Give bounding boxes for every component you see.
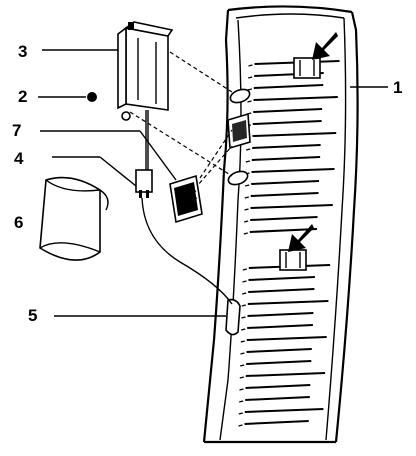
control-pad xyxy=(169,174,203,224)
rail-rib-tick xyxy=(241,328,246,331)
rail-rib-tick xyxy=(238,424,243,427)
housing-side xyxy=(117,26,127,110)
rail-rib xyxy=(252,120,322,125)
rail-top-inner-edge xyxy=(235,13,345,19)
rail-rib-tick xyxy=(244,208,249,211)
rail-rib xyxy=(251,180,320,185)
rail-rib-tick xyxy=(248,64,253,67)
cover-sleeve xyxy=(39,176,109,261)
rail-rib xyxy=(247,312,314,317)
control-pad-screen xyxy=(174,182,198,216)
rail-rib-tick xyxy=(241,316,246,319)
rail-rib-tick xyxy=(240,352,245,355)
rail-rib xyxy=(248,288,315,293)
rail-rib xyxy=(250,204,333,209)
rail-rib xyxy=(251,168,335,173)
rail-rib xyxy=(247,300,329,305)
rail-rib xyxy=(244,420,309,425)
rail-rib xyxy=(244,408,324,413)
plug-body xyxy=(135,169,153,193)
callout-2-label: 2 xyxy=(18,87,27,106)
rail-rib-tick xyxy=(247,100,252,103)
mounting-slot-lower xyxy=(227,170,249,186)
rail-rib-tick xyxy=(242,280,247,283)
rail-rib-tick xyxy=(239,376,244,379)
rail-rib xyxy=(252,144,321,149)
rail-rib-tick xyxy=(239,388,244,391)
rail-rib-tick xyxy=(241,304,246,307)
rail-right-inner-edge xyxy=(325,17,347,441)
sleeve-top-curve xyxy=(45,179,101,192)
callout-4-label: 4 xyxy=(14,149,24,168)
rail-rib-tick xyxy=(244,220,249,223)
lower-clip-body xyxy=(279,249,307,271)
upper-clip-body xyxy=(293,57,321,79)
rail-rib-tick xyxy=(240,340,245,343)
housing-mount-hole xyxy=(121,111,131,121)
rail-rib xyxy=(253,84,324,89)
rail-rib xyxy=(253,96,338,101)
housing-connector xyxy=(128,22,134,30)
callout-5-label: 5 xyxy=(28,306,37,325)
rail-rib-tick xyxy=(243,232,248,235)
callout-7-label: 7 xyxy=(12,121,21,140)
rail-rib xyxy=(245,372,326,377)
rail-panel xyxy=(202,5,359,444)
rail-ribs xyxy=(238,60,340,427)
rail-rib-tick xyxy=(242,268,247,271)
rail-left-edge xyxy=(202,9,230,443)
cable-guide xyxy=(225,298,241,336)
sleeve-bottom-curve xyxy=(39,242,101,253)
mounting-slot-upper xyxy=(229,88,251,104)
rail-rib-tick xyxy=(245,184,250,187)
rail-rib-tick xyxy=(239,400,244,403)
leader-lines xyxy=(38,49,388,317)
leader-line-4-bend xyxy=(99,156,137,187)
rail-top-edge xyxy=(227,5,353,14)
housing-front xyxy=(125,27,169,111)
rail-rib-tick xyxy=(242,292,247,295)
rail-left-inner-edge xyxy=(219,19,242,441)
motor-housing xyxy=(117,21,174,121)
callout-6-label: 6 xyxy=(14,213,23,232)
rail-rib-tick xyxy=(240,364,245,367)
rail-right-edge xyxy=(334,11,359,443)
screw xyxy=(87,92,97,102)
rail-rib xyxy=(245,384,311,389)
callout-3-label: 3 xyxy=(18,42,27,61)
rail-rib xyxy=(250,216,318,221)
rail-rib xyxy=(247,324,313,329)
rail-rib xyxy=(252,132,337,137)
rail-rib xyxy=(248,276,315,281)
connector-plug xyxy=(135,169,153,198)
rail-rib xyxy=(249,228,318,233)
rail-rib xyxy=(250,192,319,197)
upper-clip xyxy=(293,57,321,79)
rail-rib-tick xyxy=(244,196,249,199)
rail-rib-tick xyxy=(246,148,251,151)
rail-rib xyxy=(245,396,310,401)
lower-insert-arrow-icon xyxy=(288,224,314,252)
rail-rib-tick xyxy=(247,88,252,91)
rail-rib xyxy=(246,348,312,353)
rail-rib xyxy=(246,336,327,341)
lower-clip xyxy=(279,249,307,271)
rail-rib xyxy=(246,360,312,365)
rail-rib-tick xyxy=(245,160,250,163)
callout-1-label: 1 xyxy=(393,78,402,97)
rail-rib xyxy=(253,108,323,113)
rail-rib-tick xyxy=(238,412,243,415)
long-cable xyxy=(141,197,233,305)
rail-rib-tick xyxy=(248,76,253,79)
upper-insert-arrow-icon xyxy=(312,32,338,60)
rail-rib xyxy=(251,156,321,161)
